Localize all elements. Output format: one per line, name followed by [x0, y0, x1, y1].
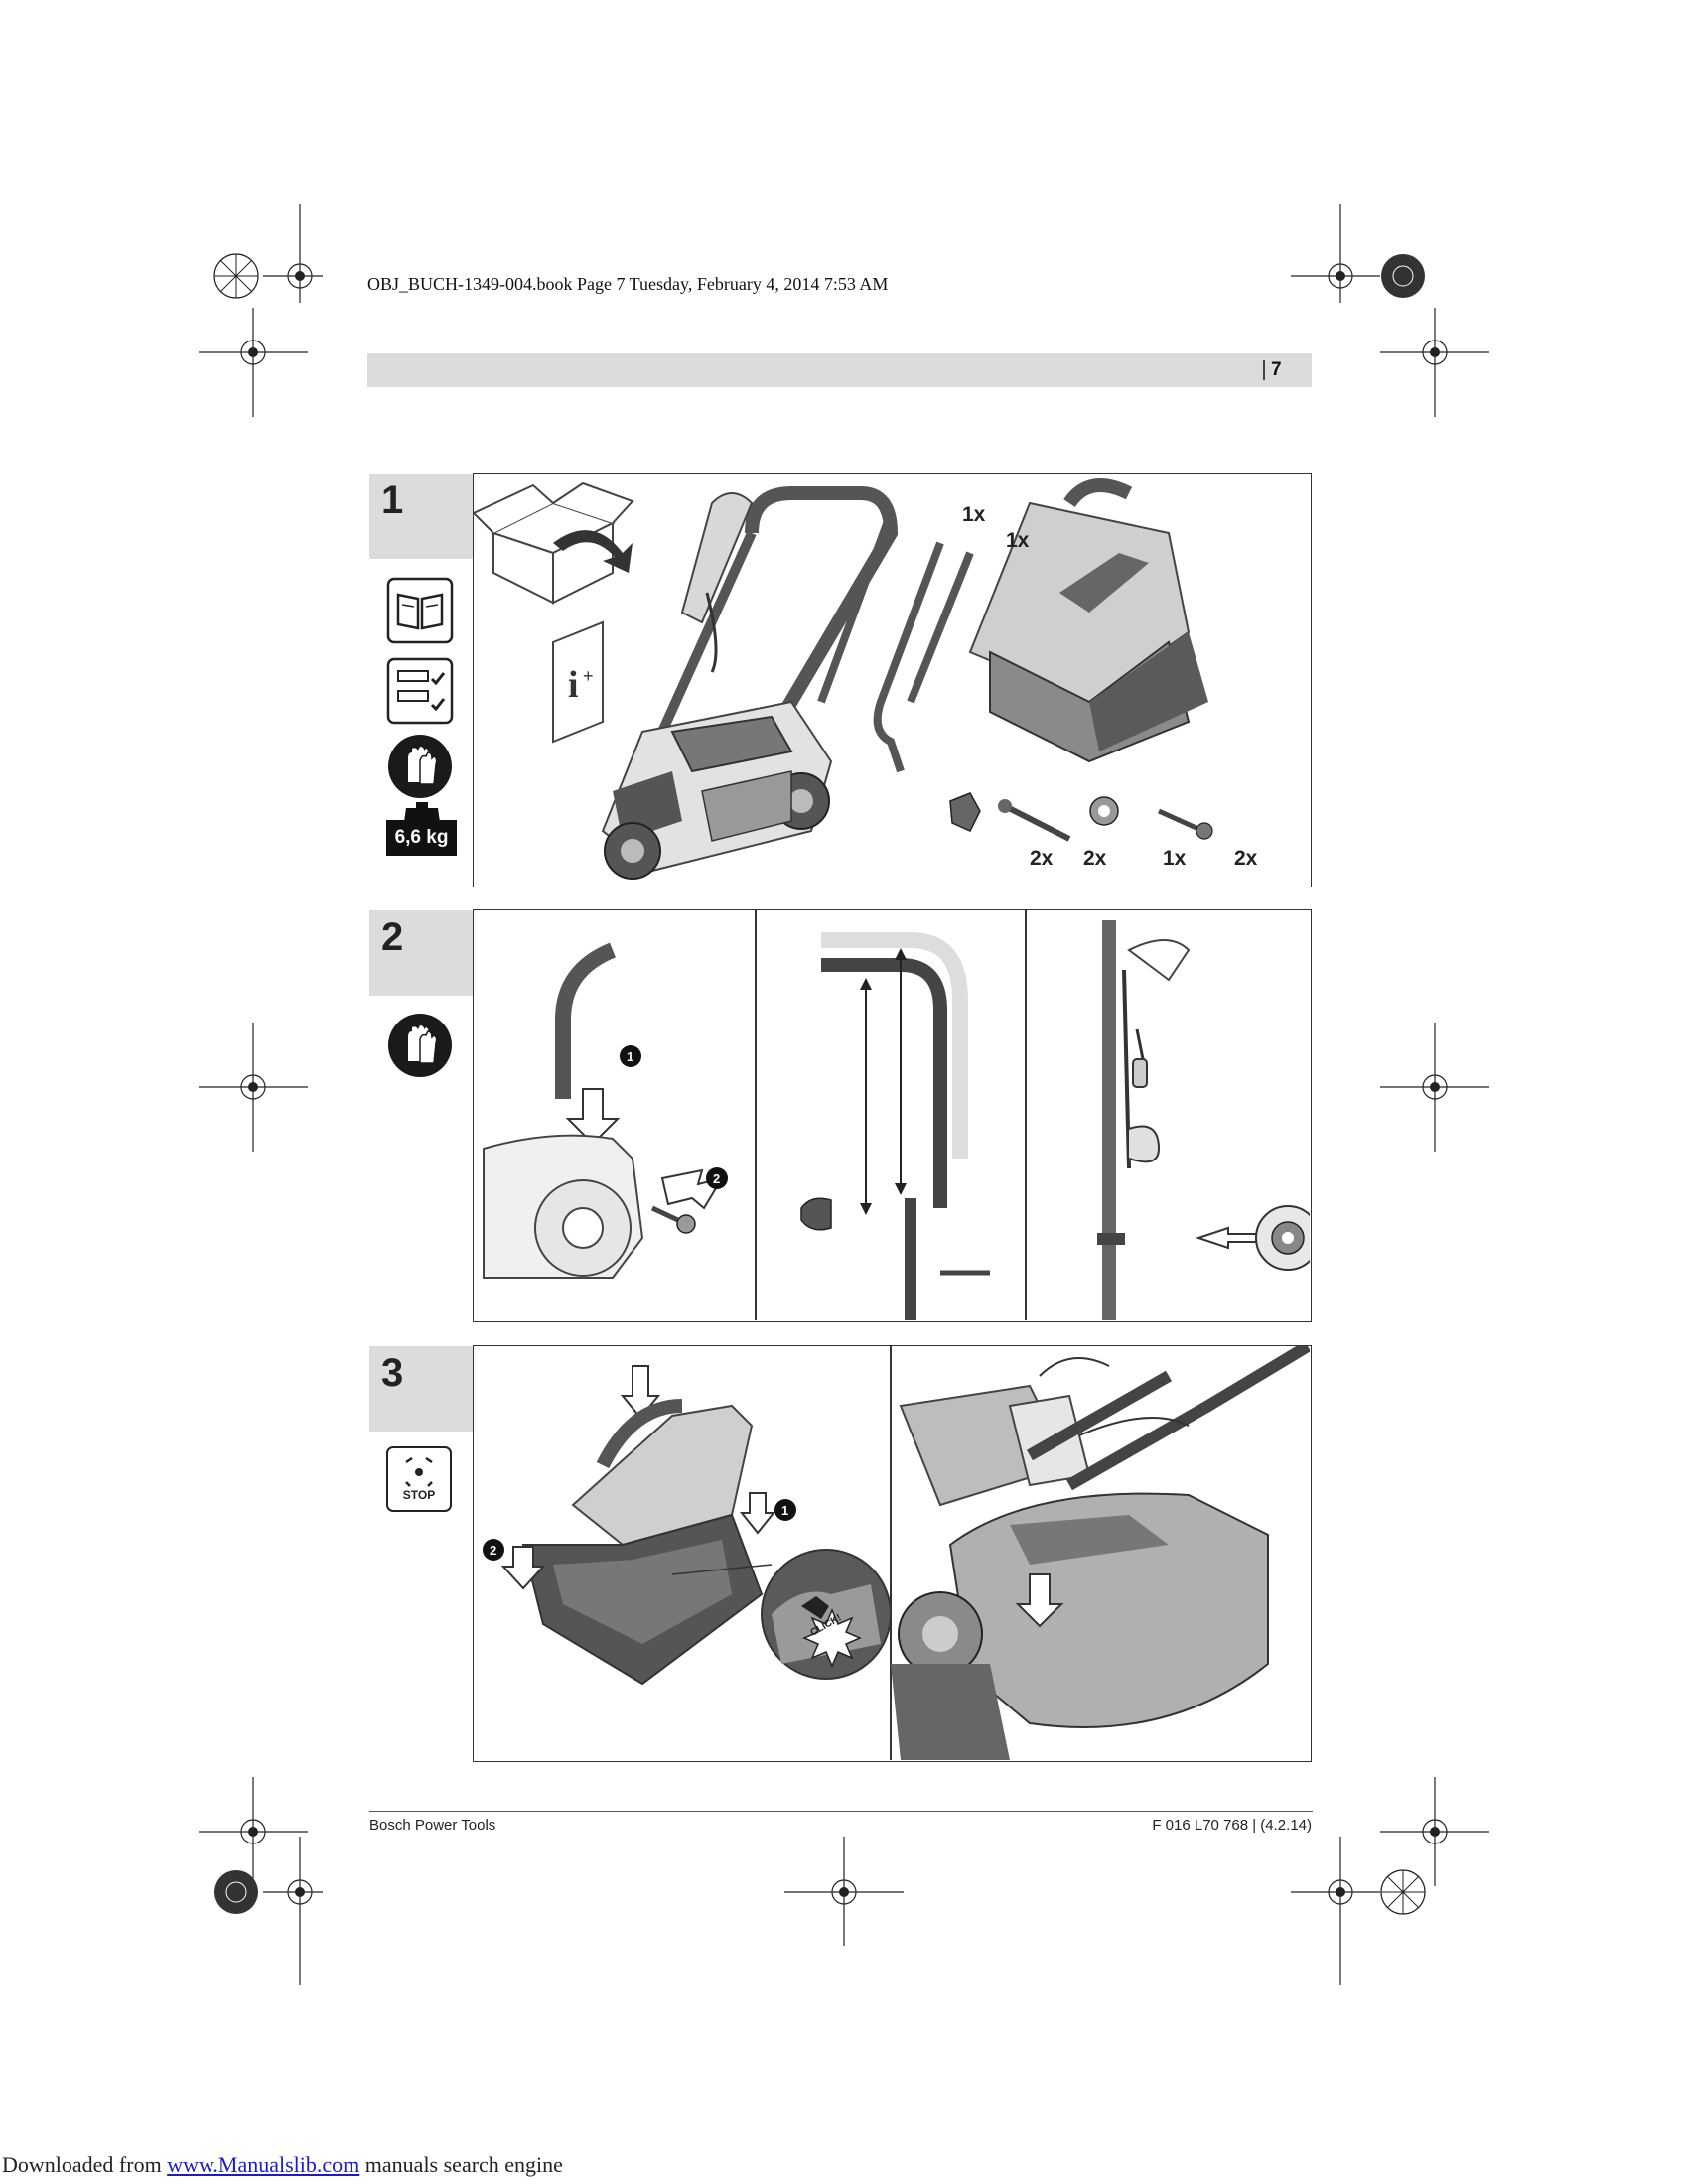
step-2-panel: 1 2 [473, 909, 1312, 1322]
registration-mark-top-right [1291, 204, 1425, 303]
knob-icon [949, 792, 981, 832]
qty-knob: 2x [1030, 847, 1054, 870]
stop-icon: STOP [386, 1446, 452, 1512]
svg-text:2: 2 [490, 1543, 496, 1558]
grass-box-mounting-illustration [891, 1346, 1310, 1760]
step-3-number: 3 [381, 1351, 404, 1395]
registration-mark-top-left [213, 204, 323, 303]
checklist-icon [386, 657, 454, 725]
step-3-illustration: 2 1 [483, 1346, 1310, 1760]
manualslib-link[interactable]: www.Manualslib.com [167, 2152, 360, 2177]
download-suffix: manuals search engine [359, 2152, 563, 2177]
registration-mark-right-lower [1380, 1777, 1489, 1886]
registration-mark-right-upper [1380, 308, 1489, 417]
step-3-tab [369, 1346, 473, 1432]
screw-icon [1157, 808, 1213, 840]
qty-handle-upper: 1x [962, 503, 986, 526]
registration-mark-bottom-left [214, 1837, 323, 1985]
footer-doc-code: F 016 L70 768 | (4.2.14) [1152, 1817, 1312, 1834]
handle-insert-illustration: 1 2 [483, 942, 728, 1279]
qty-handle-lower: 1x [1006, 529, 1030, 552]
step-2-divider-2 [1025, 910, 1027, 1320]
cable-clip-illustration [1097, 920, 1310, 1320]
download-line: Downloaded from www.Manualslib.com manua… [2, 2152, 563, 2178]
svg-text:1: 1 [781, 1503, 788, 1518]
footer-rule [369, 1811, 1313, 1813]
svg-text:i: i [568, 664, 579, 706]
manual-book-icon [386, 577, 454, 644]
step-1-panel: i + [473, 473, 1312, 887]
qty-bolt: 2x [1083, 847, 1107, 870]
step-2-number: 2 [381, 915, 404, 959]
footer-brand: Bosch Power Tools [369, 1817, 496, 1834]
svg-text:2: 2 [713, 1171, 720, 1186]
info-manual-icon: i + [552, 620, 604, 744]
step-2-illustration: 1 2 [483, 920, 1310, 1320]
svg-text:+: + [583, 666, 594, 686]
cable-clip-icon [1089, 796, 1119, 826]
grass-box-illustration [968, 478, 1208, 763]
step-1-number: 1 [381, 478, 404, 522]
step-3-panel: 2 1 CLICK! [473, 1345, 1312, 1762]
rotate-arrow-icon [553, 530, 633, 573]
handle-height-illustration [800, 932, 990, 1320]
registration-mark-left-lower [199, 1777, 308, 1886]
page-number: 7 [1263, 359, 1282, 380]
rotation-arrows-icon [405, 1456, 433, 1487]
step-2-tab [369, 910, 473, 996]
step-1-tab [369, 474, 473, 559]
file-info-line: OBJ_BUCH-1349-004.book Page 7 Tuesday, F… [367, 274, 889, 294]
step-3-divider [890, 1346, 892, 1760]
download-prefix: Downloaded from [2, 2152, 168, 2177]
registration-mark-left-middle [199, 1023, 308, 1152]
svg-text:1: 1 [627, 1049, 633, 1064]
qty-cable-clip: 1x [1163, 847, 1187, 870]
page-header-bar [367, 353, 1312, 387]
gloves-icon [388, 1014, 452, 1077]
registration-mark-bottom-right [1291, 1837, 1426, 1985]
weight-icon [404, 802, 440, 822]
handle-bar-lower [873, 541, 974, 773]
gloves-icon [388, 735, 452, 798]
step-2-divider-1 [755, 910, 757, 1320]
bolt-icon [998, 799, 1071, 842]
lawnmower-illustration [601, 486, 899, 880]
stop-label: STOP [402, 1488, 436, 1502]
weight-label: 6,6 kg [386, 820, 457, 856]
registration-mark-right-middle [1380, 1023, 1489, 1152]
registration-mark-bottom-center [784, 1837, 904, 1946]
step-1-illustration: i + [474, 478, 1213, 880]
qty-screw: 2x [1234, 847, 1258, 870]
registration-mark-left-upper [199, 308, 308, 417]
handle-bar-upper [817, 511, 895, 704]
grass-box-assembly-illustration: 2 1 [483, 1365, 892, 1686]
